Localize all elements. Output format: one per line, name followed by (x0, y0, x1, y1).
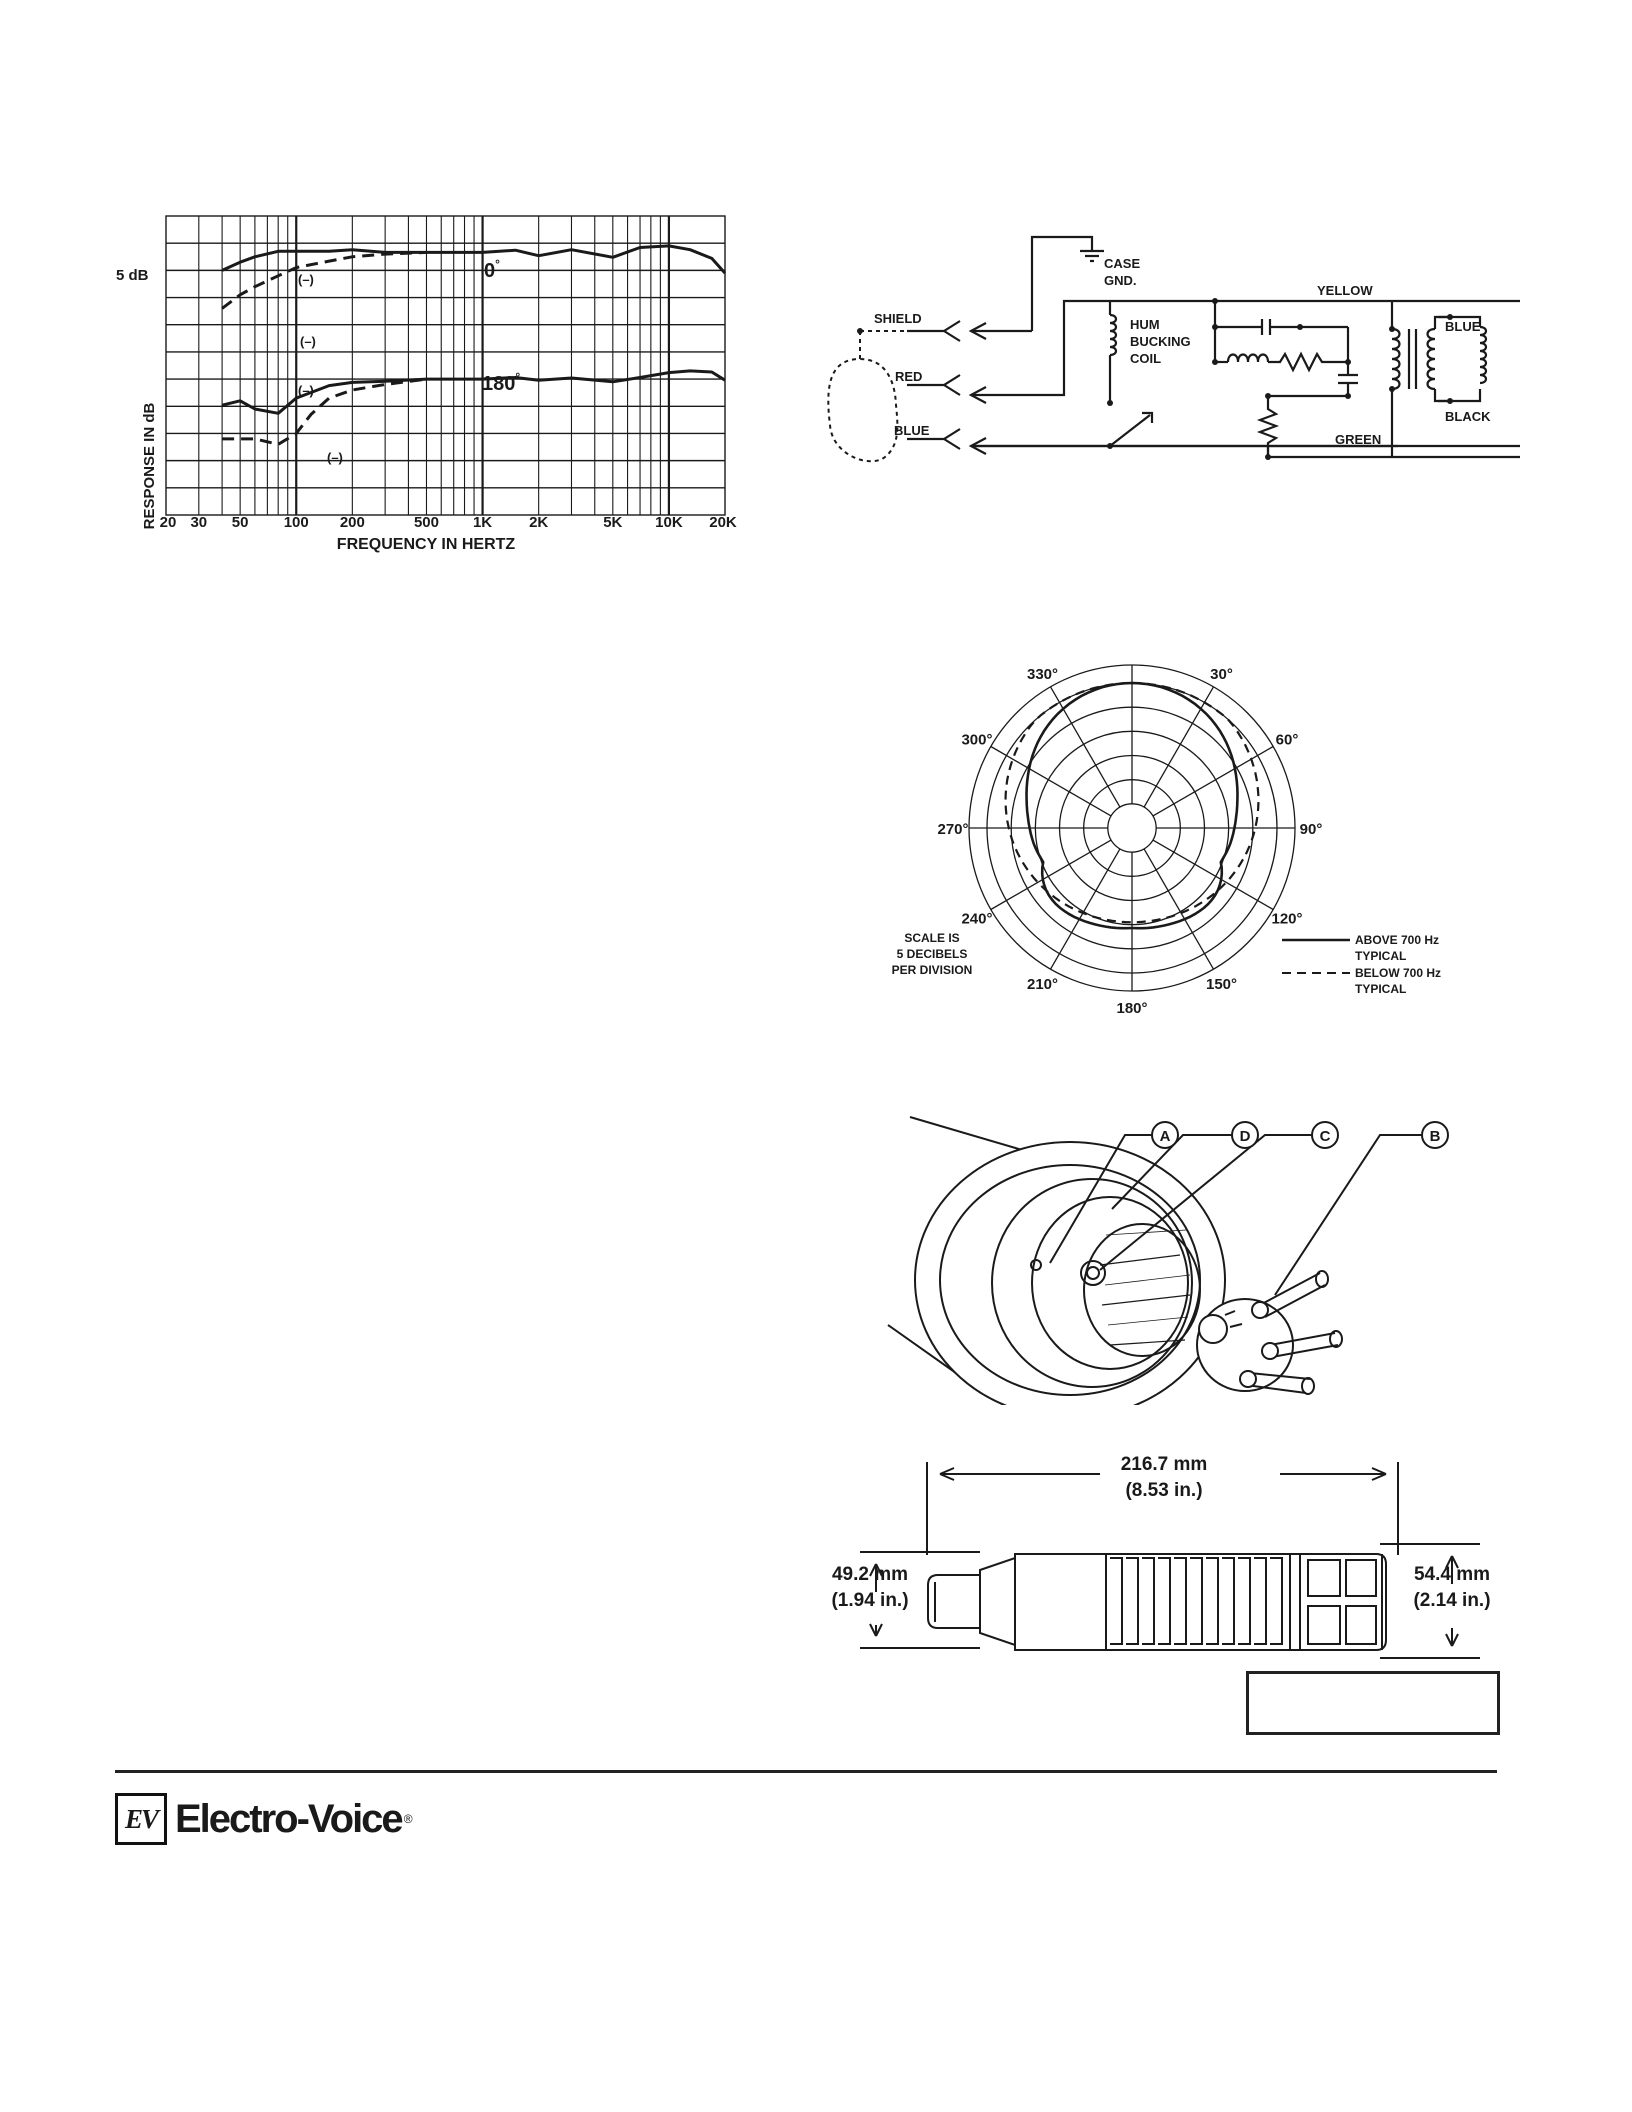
callout-d: D (1240, 1128, 1251, 1145)
x-tick-label: 30 (190, 514, 207, 531)
curve-mark-dashed-180: (–) (327, 450, 343, 465)
label-180-degrees: 180° (482, 370, 520, 395)
red-label: RED (895, 369, 922, 384)
hum-coil-label-3: COIL (1130, 351, 1161, 366)
callout-b: B (1430, 1128, 1441, 1145)
front-height-in: (1.94 in.) (831, 1590, 908, 1611)
polar-angle-label: 300° (961, 732, 992, 749)
response-curve-2 (221, 369, 726, 415)
front-height-mm: 49.2 mm (832, 1564, 908, 1585)
polar-angle-label: 90° (1300, 821, 1323, 838)
chart-curves (221, 244, 727, 446)
case-gnd-label-2: GND. (1104, 273, 1137, 288)
dimension-drawing: 216.7 mm (8.53 in.) 49.2 mm (1.94 in.) 5… (831, 1454, 1491, 1659)
footer-rule (115, 1770, 1497, 1773)
y-axis-title: RESPONSE IN dB (141, 402, 158, 529)
x-tick-label: 1K (473, 514, 492, 531)
polar-spoke (990, 745, 1112, 817)
polar-curve-above-700hz (1025, 681, 1239, 930)
polar-angle-label: 180° (1116, 1000, 1147, 1017)
blue-left-label: BLUE (894, 423, 930, 438)
rear-height-in: (2.14 in.) (1413, 1590, 1490, 1611)
connector-illustration: A D C B (887, 1116, 1449, 1405)
x-tick-label: 2K (529, 514, 548, 531)
polar-angle-label: 150° (1206, 976, 1237, 993)
legend-dashed-label-2: TYPICAL (1355, 982, 1406, 996)
hum-coil-label-2: BUCKING (1130, 334, 1191, 349)
polar-spoke (1152, 745, 1274, 817)
registered-mark: ® (403, 1812, 413, 1826)
curve-mark-solid-180: (–) (298, 383, 314, 398)
blank-label-box (1246, 1671, 1500, 1735)
length-mm: 216.7 mm (1121, 1454, 1208, 1475)
polar-pattern-chart: 0°30°60°90°120°150°180°210°240°270°300°3… (892, 664, 1441, 1017)
x-axis-title: FREQUENCY IN HERTZ (337, 536, 516, 553)
polar-angle-label: 330° (1027, 666, 1058, 683)
response-curve-0 (221, 244, 727, 275)
frequency-response-chart: 5 dB RESPONSE IN dB FREQUENCY IN HERTZ 2… (116, 215, 737, 553)
callout-a: A (1160, 1128, 1171, 1145)
rear-height-mm: 54.4 mm (1414, 1564, 1490, 1585)
x-tick-label: 200 (340, 514, 365, 531)
response-curve-1 (221, 250, 427, 310)
green-label: GREEN (1335, 432, 1381, 447)
scale-note-2: 5 DECIBELS (897, 947, 968, 961)
x-tick-label: 50 (232, 514, 249, 531)
chart-frame (165, 215, 726, 516)
curve-mark-solid-0: (–) (298, 272, 314, 287)
polar-spoke (1049, 848, 1121, 970)
polar-curve-below-700hz (1004, 681, 1260, 924)
x-tick-label: 20 (160, 514, 177, 531)
y-scale-label: 5 dB (116, 267, 149, 284)
legend-solid-label-2: TYPICAL (1355, 949, 1406, 963)
x-tick-label: 100 (284, 514, 309, 531)
polar-spoke (1049, 686, 1121, 808)
brand-name: Electro-Voice (175, 1796, 404, 1841)
polar-angle-label: 210° (1027, 976, 1058, 993)
x-tick-label: 10K (655, 514, 683, 531)
callout-c: C (1320, 1128, 1331, 1145)
case-gnd-label-1: CASE (1104, 256, 1140, 271)
blue-right-label: BLUE (1445, 319, 1481, 334)
polar-spoke (1143, 848, 1215, 970)
x-tick-labels: 20 30 50 100 200 500 1K 2K 5K 10K 20K (160, 514, 737, 531)
x-tick-label: 20K (709, 514, 737, 531)
curve-mark-dashed-0: (–) (300, 334, 316, 349)
hum-coil-label-1: HUM (1130, 317, 1160, 332)
wiring-schematic: CASE GND. SHIELD RED BLUE HUM BUCKING CO… (827, 235, 1520, 463)
polar-grid (968, 664, 1296, 992)
response-curve-3 (222, 377, 427, 446)
x-tick-label: 500 (414, 514, 439, 531)
polar-ring (1107, 803, 1157, 853)
polar-spoke (1152, 839, 1274, 911)
scale-note-3: PER DIVISION (892, 963, 973, 977)
electro-voice-logo: EV Electro-Voice ® (115, 1792, 413, 1846)
polar-angle-label: 30° (1210, 666, 1233, 683)
polar-angle-label: 120° (1272, 911, 1303, 928)
chart-grid (165, 215, 726, 516)
polar-angle-labels: 0°30°60°90°120°150°180°210°240°270°300°3… (937, 666, 1323, 1017)
length-in: (8.53 in.) (1125, 1480, 1202, 1501)
ev-logo-mark: EV (115, 1793, 167, 1845)
polar-spoke (990, 839, 1112, 911)
yellow-label: YELLOW (1317, 283, 1373, 298)
scale-note-1: SCALE IS (904, 931, 959, 945)
legend-dashed-label-1: BELOW 700 Hz (1355, 966, 1441, 980)
polar-angle-label: 270° (937, 821, 968, 838)
x-tick-label: 5K (603, 514, 622, 531)
legend-solid-label-1: ABOVE 700 Hz (1355, 933, 1439, 947)
polar-angle-label: 240° (961, 911, 992, 928)
polar-spoke (1143, 686, 1215, 808)
shield-label: SHIELD (874, 311, 922, 326)
black-label: BLACK (1445, 409, 1491, 424)
polar-angle-label: 60° (1276, 732, 1299, 749)
label-0-degrees: 0° (484, 257, 500, 282)
